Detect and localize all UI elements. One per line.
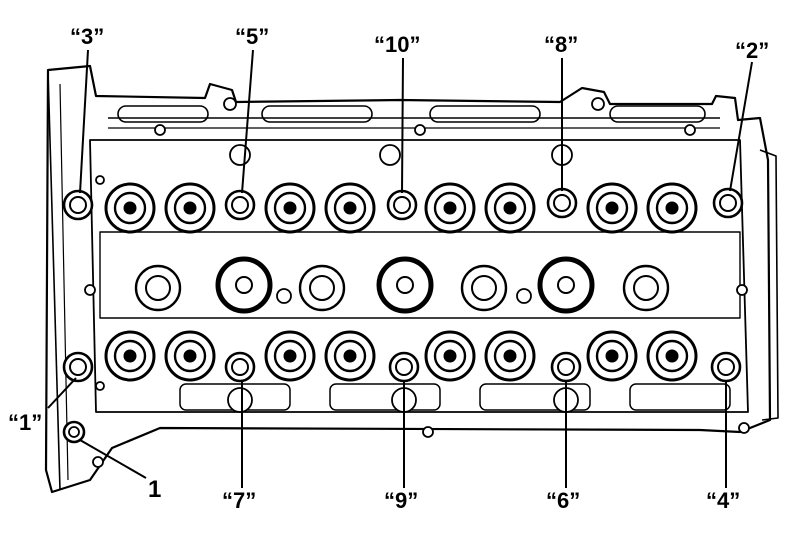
left-flange (47, 69, 61, 491)
valve-springs-lower-row (104, 330, 698, 382)
label-bolt-8: “8” (544, 32, 579, 57)
label-part-1: 1 (148, 476, 162, 503)
leader-lines (47, 49, 753, 488)
valve-spring (424, 330, 476, 382)
valve-spring (264, 330, 316, 382)
part-1-bolt (62, 420, 86, 444)
head-bolts (62, 187, 744, 444)
plug-bore (622, 264, 670, 312)
head-bolt-2 (712, 187, 744, 219)
head-bolt-7 (224, 351, 256, 383)
valve-spring (646, 182, 698, 234)
valve-spring (484, 182, 536, 234)
head-bolt-9 (388, 351, 420, 383)
valve-spring (324, 330, 376, 382)
leader-5 (241, 49, 254, 194)
valve-spring (104, 330, 156, 382)
plug-bore (134, 264, 182, 312)
head-bolt-1 (62, 351, 94, 383)
valve-spring (424, 182, 476, 234)
leader-part-1 (79, 439, 147, 479)
valve-spring (264, 182, 316, 234)
label-bolt-2: “2” (735, 38, 770, 63)
plug-bore (376, 256, 434, 314)
head-outline (44, 64, 772, 494)
label-bolt-7: “7” (222, 488, 257, 513)
leader-1 (47, 377, 77, 409)
valve-springs-upper-row (104, 182, 698, 234)
bearing-frame (89, 139, 749, 413)
plug-bore (215, 256, 273, 314)
leader-2 (729, 61, 753, 192)
valve-spring (324, 182, 376, 234)
plug-bore (298, 264, 346, 312)
right-flange (759, 149, 779, 421)
valve-spring (484, 330, 536, 382)
center-bores (134, 256, 670, 314)
label-bolt-1: “1” (8, 410, 43, 435)
valve-spring (586, 182, 638, 234)
plug-bore (537, 256, 595, 314)
label-bolt-5: “5” (235, 24, 270, 49)
label-bolt-6: “6” (546, 488, 581, 513)
head-bolt-4 (710, 351, 742, 383)
label-bolt-9: “9” (384, 488, 419, 513)
label-bolt-3: “3” (70, 24, 105, 49)
head-bolt-6 (550, 351, 582, 383)
valve-spring (164, 182, 216, 234)
label-bolt-10: “10” (374, 32, 421, 57)
leader-3 (79, 49, 89, 194)
plug-bore (460, 264, 508, 312)
leader-10 (401, 57, 404, 194)
label-bolt-4: “4” (706, 488, 741, 513)
valve-spring (164, 330, 216, 382)
valve-spring (586, 330, 638, 382)
head-bolt-8 (546, 187, 578, 219)
head-bolt-10 (386, 189, 418, 221)
valve-spring (104, 182, 156, 234)
center-gallery (99, 231, 741, 319)
head-bolt-5 (224, 189, 256, 221)
valve-spring (646, 330, 698, 382)
head-bolt-3 (62, 189, 94, 221)
